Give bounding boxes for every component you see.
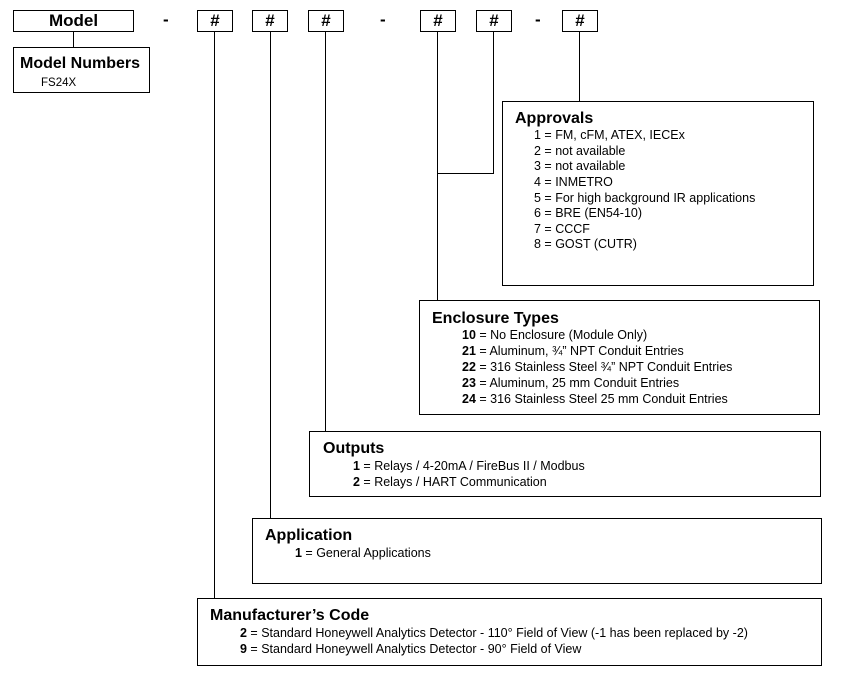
enclosure-item: 21 = Aluminum, ¾” NPT Conduit Entries — [462, 344, 684, 358]
slot-enclosure-1: # — [420, 10, 456, 32]
approval-item: 6 = BRE (EN54-10) — [534, 206, 643, 220]
connector-enclosure-join — [437, 173, 494, 174]
model-numbers-value: FS24X — [41, 77, 77, 89]
connector-outputs — [325, 31, 326, 432]
enclosure-item: 24 = 316 Stainless Steel 25 mm Conduit E… — [462, 392, 728, 406]
connector-approvals — [579, 31, 580, 102]
enclosure-item: 23 = Aluminum, 25 mm Conduit Entries — [462, 376, 680, 390]
enclosure-types-box: Enclosure Types 10 = No Enclosure (Modul… — [419, 300, 820, 415]
application-item: 1 = General Applications — [295, 546, 431, 560]
approvals-title: Approvals — [515, 110, 594, 127]
connector-enclosure-b — [493, 31, 494, 174]
manufacturer-title: Manufacturer’s Code — [210, 607, 370, 624]
slot-manufacturer: # — [197, 10, 233, 32]
manufacturer-code-box: Manufacturer’s Code 2 = Standard Honeywe… — [197, 598, 822, 666]
approval-item: 2 = not available — [534, 144, 626, 158]
enclosure-item: 22 = 316 Stainless Steel ¾” NPT Conduit … — [462, 360, 733, 374]
approvals-box: Approvals 1 = FM, cFM, ATEX, IECEx 2 = n… — [502, 101, 814, 286]
enclosure-title: Enclosure Types — [432, 310, 559, 327]
approval-item: 7 = CCCF — [534, 222, 590, 236]
connector-model — [73, 31, 74, 47]
slot-outputs: # — [308, 10, 344, 32]
slot-application: # — [252, 10, 288, 32]
outputs-item: 2 = Relays / HART Communication — [353, 475, 547, 489]
approval-item: 1 = FM, cFM, ATEX, IECEx — [534, 128, 685, 142]
enclosure-item: 10 = No Enclosure (Module Only) — [462, 328, 648, 342]
slot-enclosure-2: # — [476, 10, 512, 32]
approval-item: 4 = INMETRO — [534, 175, 613, 189]
connector-enclosure — [437, 31, 438, 301]
approval-item: 8 = GOST (CUTR) — [534, 237, 637, 251]
model-numbers-title: Model Numbers — [20, 55, 141, 72]
manufacturer-item: 2 = Standard Honeywell Analytics Detecto… — [240, 626, 748, 640]
approval-item: 5 = For high background IR applications — [534, 191, 756, 205]
manufacturer-item: 9 = Standard Honeywell Analytics Detecto… — [240, 642, 582, 656]
slot-approvals: # — [562, 10, 598, 32]
application-title: Application — [265, 527, 353, 544]
model-numbers-box: Model Numbers FS24X — [13, 47, 150, 93]
separator-dash: - — [163, 10, 169, 29]
connector-application — [270, 31, 271, 519]
approval-item: 3 = not available — [534, 159, 626, 173]
application-box: Application 1 = General Applications — [252, 518, 822, 584]
outputs-item: 1 = Relays / 4-20mA / FireBus II / Modbu… — [353, 459, 585, 473]
model-header-box: Model — [13, 10, 134, 32]
outputs-box: Outputs 1 = Relays / 4-20mA / FireBus II… — [309, 431, 821, 497]
connector-manufacturer — [214, 31, 215, 599]
outputs-title: Outputs — [323, 440, 385, 457]
separator-dash: - — [535, 10, 541, 29]
separator-dash: - — [380, 10, 386, 29]
